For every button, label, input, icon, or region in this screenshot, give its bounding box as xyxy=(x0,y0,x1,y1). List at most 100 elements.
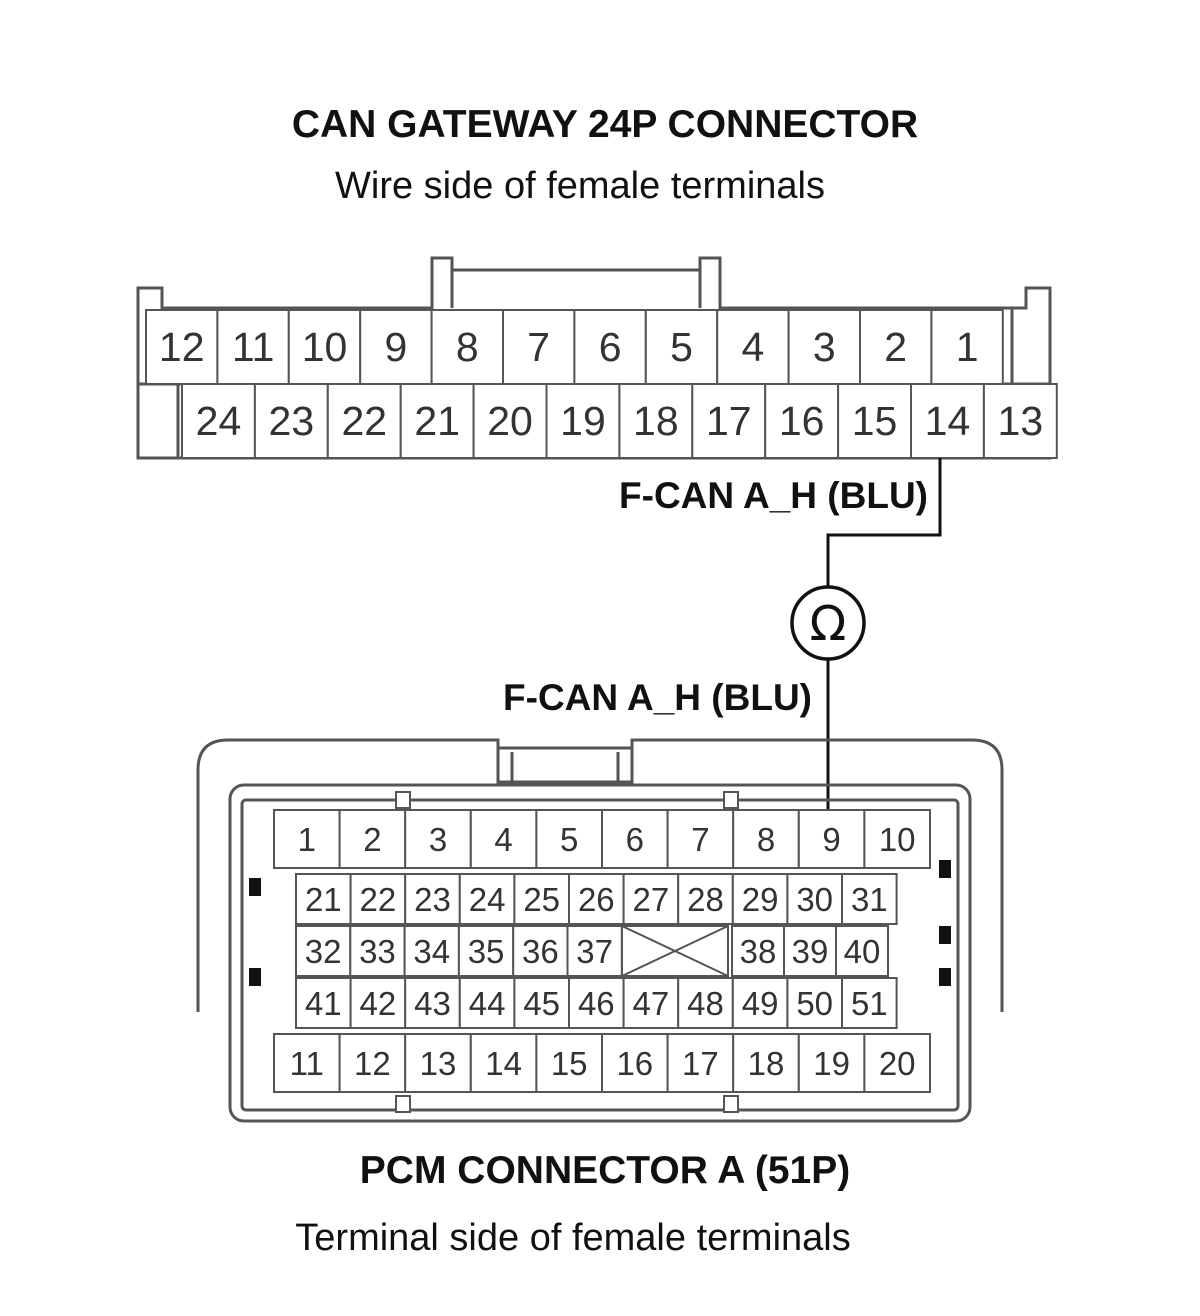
terminal-number: 8 xyxy=(757,821,775,858)
pcm-lock-tab xyxy=(939,926,951,944)
pcm-subtitle: Terminal side of female terminals xyxy=(295,1217,850,1259)
terminal-cavity xyxy=(863,809,932,869)
terminal-number: 26 xyxy=(578,881,615,918)
terminal-number: 41 xyxy=(305,985,342,1022)
terminal-cavity xyxy=(573,309,647,385)
terminal-number: 40 xyxy=(844,933,881,970)
terminal-number: 11 xyxy=(290,1045,324,1082)
terminal-number: 15 xyxy=(852,398,898,444)
terminal-number: 29 xyxy=(742,881,779,918)
terminal-number: 24 xyxy=(196,398,242,444)
terminal-number: 45 xyxy=(523,985,560,1022)
terminal-cavity xyxy=(568,977,625,1029)
terminal-number: 9 xyxy=(384,324,407,370)
terminal-cavity xyxy=(273,809,341,869)
terminal-number: 32 xyxy=(305,933,342,970)
terminal-cavity xyxy=(472,383,548,459)
terminal-number: 10 xyxy=(302,324,348,370)
terminal-number: 37 xyxy=(576,933,613,970)
terminal-number: 47 xyxy=(633,985,670,1022)
terminal-number: 4 xyxy=(494,821,512,858)
terminal-cavity xyxy=(349,873,407,925)
pcm-lock-tab xyxy=(249,878,261,896)
terminal-number: 20 xyxy=(879,1045,916,1082)
terminal-number: 7 xyxy=(691,821,709,858)
terminal-cavity xyxy=(677,873,734,925)
terminal-cavity xyxy=(841,977,898,1029)
terminal-cavity xyxy=(666,1033,735,1093)
terminal-number: 14 xyxy=(485,1045,522,1082)
pcm-blank-cavity xyxy=(621,925,729,977)
terminal-number: 27 xyxy=(633,881,670,918)
terminal-number: 10 xyxy=(879,821,916,858)
terminal-cavity xyxy=(910,383,985,459)
terminal-cavity xyxy=(622,873,680,925)
terminal-number: 15 xyxy=(551,1045,588,1082)
terminal-cavity xyxy=(403,925,460,977)
terminal-number: 17 xyxy=(682,1045,719,1082)
terminal-cavity xyxy=(513,977,571,1029)
terminal-cavity xyxy=(666,809,735,869)
terminal-number: 39 xyxy=(792,933,829,970)
terminal-cavity xyxy=(404,809,472,869)
pcm-title: PCM CONNECTOR A (51P) xyxy=(360,1149,850,1192)
terminal-cavity xyxy=(930,309,1004,385)
terminal-number: 48 xyxy=(687,985,724,1022)
terminal-cavity xyxy=(338,1033,407,1093)
blank-cavity-cross xyxy=(621,925,729,977)
terminal-number: 1 xyxy=(956,324,979,370)
gateway-wire-label: F-CAN A_H (BLU) xyxy=(619,475,928,516)
terminal-cavity xyxy=(835,925,889,977)
terminal-cavity xyxy=(787,309,861,385)
terminal-number: 7 xyxy=(527,324,550,370)
pcm-key-notch xyxy=(723,791,739,809)
terminal-cavity xyxy=(786,873,844,925)
ohmmeter: Ω xyxy=(790,585,866,661)
terminal-cavity xyxy=(732,1033,800,1093)
terminal-number: 42 xyxy=(360,985,397,1022)
terminal-number: 5 xyxy=(560,821,578,858)
terminal-cavity xyxy=(644,309,719,385)
terminal-number: 16 xyxy=(779,398,825,444)
terminal-number: 31 xyxy=(851,881,888,918)
terminal-number: 9 xyxy=(822,821,840,858)
terminal-cavity xyxy=(677,977,734,1029)
terminal-number: 44 xyxy=(469,985,506,1022)
terminal-number: 19 xyxy=(560,398,606,444)
terminal-cavity xyxy=(349,925,406,977)
terminal-number: 13 xyxy=(420,1045,457,1082)
terminal-cavity xyxy=(430,309,505,385)
terminal-cavity xyxy=(566,925,623,977)
terminal-number: 33 xyxy=(359,933,396,970)
terminal-number: 43 xyxy=(414,985,451,1022)
pcm-top-latch xyxy=(496,746,634,782)
terminal-cavity xyxy=(181,383,256,459)
terminal-number: 22 xyxy=(360,881,397,918)
terminal-cavity xyxy=(349,977,407,1029)
terminal-number: 21 xyxy=(414,398,460,444)
terminal-number: 28 xyxy=(687,881,724,918)
pcm-wire-label: F-CAN A_H (BLU) xyxy=(503,677,812,718)
terminal-cavity xyxy=(601,809,669,869)
terminal-cavity xyxy=(622,977,680,1029)
terminal-number: 18 xyxy=(748,1045,785,1082)
terminal-cavity xyxy=(469,809,538,869)
gateway-subtitle: Wire side of female terminals xyxy=(335,165,825,207)
terminal-number: 11 xyxy=(232,324,275,370)
terminal-number: 14 xyxy=(925,398,971,444)
terminal-number: 46 xyxy=(578,985,615,1022)
terminal-number: 35 xyxy=(468,933,505,970)
terminal-cavity xyxy=(513,873,571,925)
terminal-cavity xyxy=(295,977,352,1029)
terminal-number: 17 xyxy=(706,398,752,444)
pcm-lock-tab xyxy=(939,968,951,986)
terminal-cavity xyxy=(253,383,329,459)
terminal-number: 18 xyxy=(633,398,679,444)
